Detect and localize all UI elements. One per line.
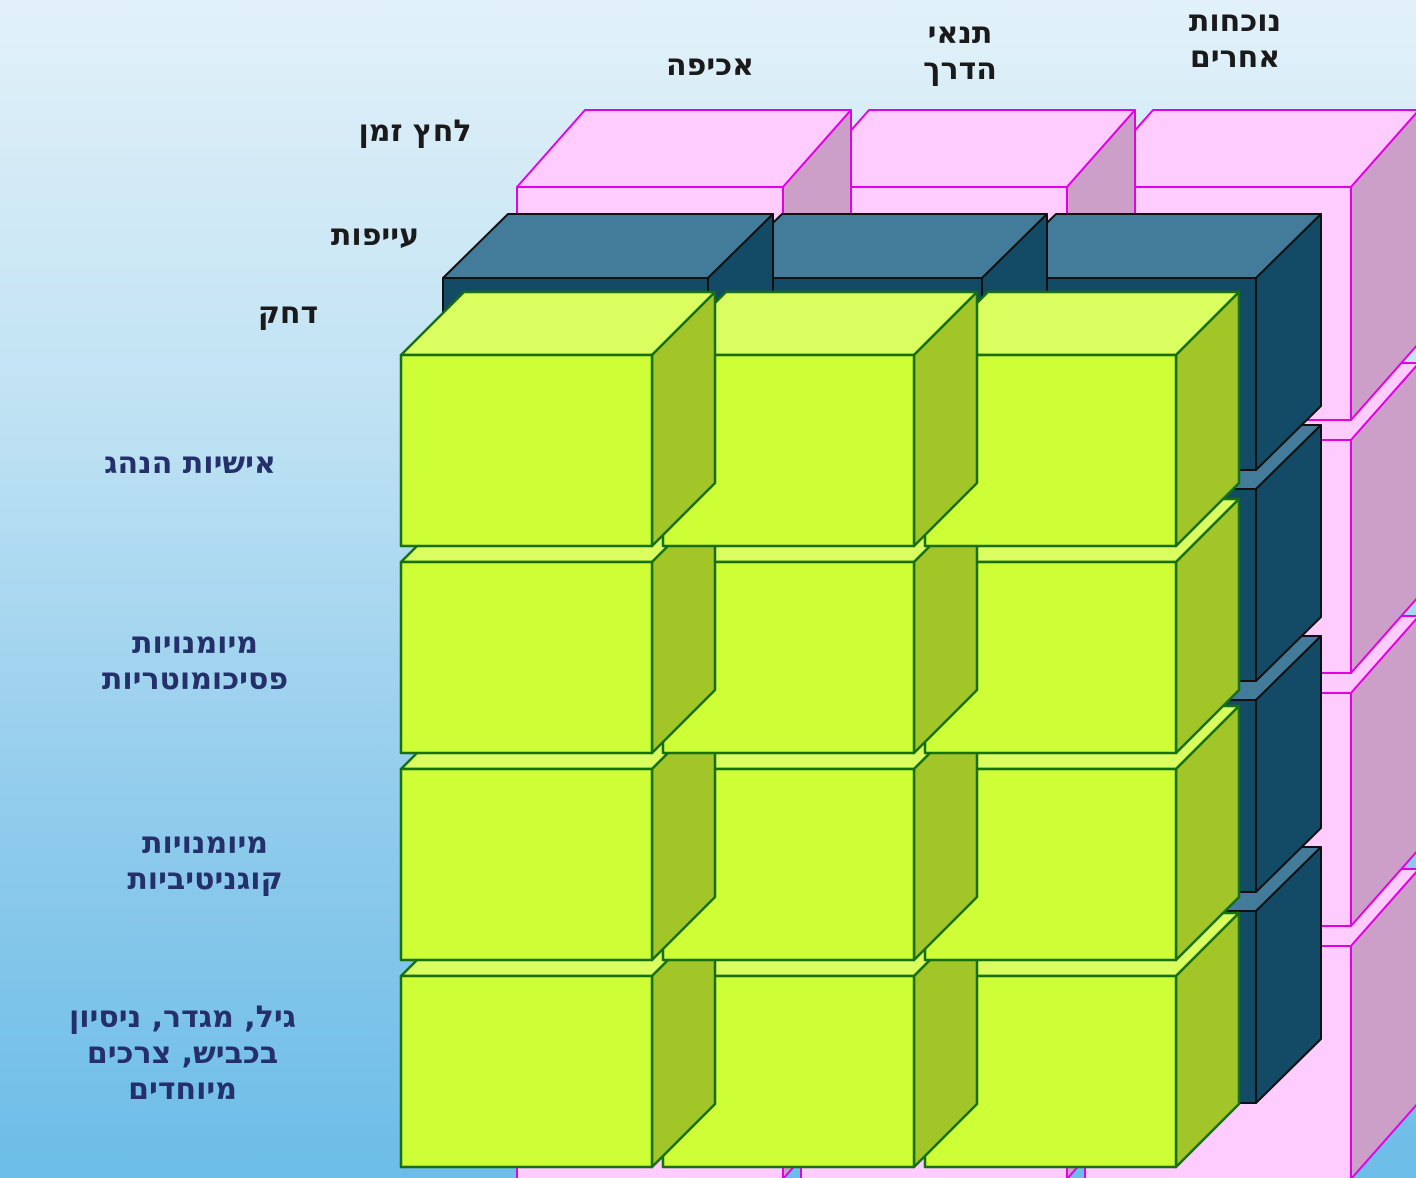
row-label-cognitive-skills: מיומנויות קוגניטיביות xyxy=(70,826,340,898)
front-block-r1-c0-front-face xyxy=(401,562,652,753)
row-label-demographics: גיל, מגדר, ניסיון בכביש, צרכים מיוחדים xyxy=(0,1000,365,1108)
column-label-road-conditions: תנאי הדרך xyxy=(880,16,1040,88)
front-block-r0-c0-front-face xyxy=(401,355,652,546)
depth-label-fatigue: עייפות xyxy=(300,218,450,254)
depth-label-time-pressure: לחץ זמן xyxy=(320,114,510,150)
row-label-psychomotor-skills: מיומנויות פסיכומוטריות xyxy=(40,626,350,698)
row-label-driver-personality: אישיות הנהג xyxy=(40,446,340,482)
depth-label-stress: דחק xyxy=(228,296,348,332)
front-block-r3-c0-front-face xyxy=(401,976,652,1167)
column-label-presence-of-others: נוכחות אחרים xyxy=(1150,4,1320,76)
front-block-r2-c0-front-face xyxy=(401,769,652,960)
column-label-enforcement: אכיפה xyxy=(640,48,780,84)
front-layer xyxy=(401,292,1239,1167)
